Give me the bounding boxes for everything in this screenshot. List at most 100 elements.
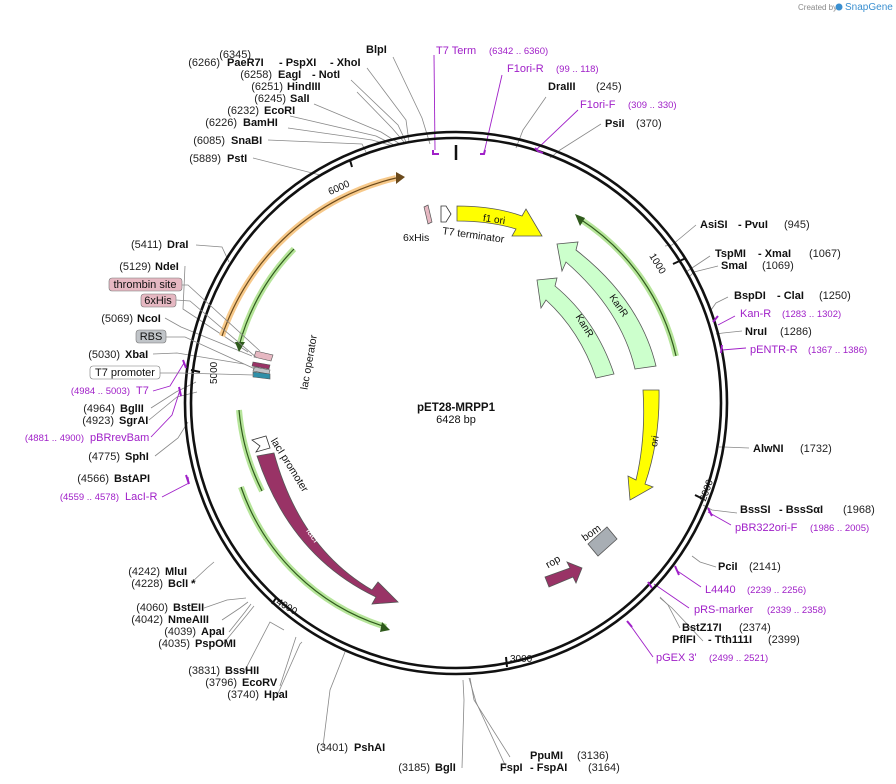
laci-arrow xyxy=(256,452,399,605)
rop-arrow xyxy=(544,561,583,588)
site-apai-name: ApaI xyxy=(201,626,225,638)
site-bsssai-name: - BssSαI xyxy=(779,504,823,516)
site-snabi-pos: (6085) xyxy=(193,135,225,147)
site-bgli-name: BglI xyxy=(435,762,456,774)
sixhis-tag-label: 6xHis xyxy=(403,232,429,244)
primer-pgex3-range: (2499 .. 2521) xyxy=(709,653,768,664)
site-xbai-pos: (5030) xyxy=(88,349,120,361)
primer-f1ori-r-name: F1ori-R xyxy=(507,63,544,75)
site-hindiii-pos: (6251) xyxy=(251,81,283,93)
lac-operator-label: lac operator xyxy=(298,333,320,390)
primer-t7-name: T7 xyxy=(136,385,149,397)
primer-t7-range: (4984 .. 5003) xyxy=(71,386,130,397)
site-alwni-pos: (1732) xyxy=(800,443,832,455)
site-bstz17i-name: BstZ17I xyxy=(682,622,722,634)
site-bgli-pos: (3185) xyxy=(398,762,430,774)
site-bcli-pos: (4228) xyxy=(131,578,163,590)
site-snabi-name: SnaBI xyxy=(231,135,262,147)
site-bsshii-name: BssHII xyxy=(225,665,259,677)
site-nrui-pos: (1286) xyxy=(780,326,812,338)
site-ncoi-pos: (5069) xyxy=(101,313,133,325)
site-pcii-name: PciI xyxy=(718,561,738,573)
site-bcli-name: BclI * xyxy=(168,578,196,590)
boxed-label-leaders xyxy=(160,284,261,376)
rbs-box xyxy=(135,329,167,344)
primer-kan-r-range: (1283 .. 1302) xyxy=(782,309,841,320)
backbone-outer-ring xyxy=(183,130,729,676)
snapgene-brand-text: SnapGene xyxy=(845,2,893,13)
sixhis-tag-feature xyxy=(423,204,433,225)
sixhis-box-label: 6xHis xyxy=(144,295,172,307)
site-noti-name: - NotI xyxy=(312,69,340,81)
ori-label: ori xyxy=(649,435,662,448)
ori-arrow xyxy=(627,389,660,501)
snapgene-logo-icon xyxy=(835,3,843,11)
site-tth111i-name: - Tth111I xyxy=(708,634,752,646)
site-fspi-name: FspI xyxy=(500,762,523,774)
primer-t7term-name: T7 Term xyxy=(436,45,476,57)
site-ppumi-pos: (3136) xyxy=(577,750,609,762)
right-site-labels: PpuMI (3136) FspI - FspAI (3164) DraIII … xyxy=(500,81,875,774)
site-blpi-pos: (6345) xyxy=(219,49,251,61)
site-bstz17i-pos: (2374) xyxy=(739,622,771,634)
site-paer7i-name: PaeR7I xyxy=(227,57,264,69)
thrombin-site-box xyxy=(108,277,183,292)
site-clai-name: - ClaI xyxy=(777,290,804,302)
site-bstapi-name: BstAPI xyxy=(114,473,150,485)
site-pspomi-name: PspOMI xyxy=(195,638,236,650)
site-asisi-name: AsiSI xyxy=(700,219,728,231)
site-smai-name: SmaI xyxy=(721,260,747,272)
site-mlui-pos: (4242) xyxy=(128,566,160,578)
site-sali-pos: (6245) xyxy=(254,93,286,105)
site-ppumi-name: PpuMI xyxy=(530,750,563,762)
site-pvui-name: - PvuI xyxy=(738,219,768,231)
site-bsssi-pos: (1968) xyxy=(843,504,875,516)
kanr-inner-arrow xyxy=(536,277,615,379)
site-nmeaiii-name: NmeAIII xyxy=(168,614,209,626)
site-alwni-name: AlwNI xyxy=(753,443,784,455)
site-pshai-name: PshAI xyxy=(354,742,385,754)
site-tspmi-name: TspMI xyxy=(715,248,746,260)
site-sgrai-name: SgrAI xyxy=(119,415,148,427)
primer-pbrrevbam-name: pBRrevBam xyxy=(90,432,149,444)
site-bstapi-pos: (4566) xyxy=(77,473,109,485)
site-apai-pos: (4039) xyxy=(164,626,196,638)
site-psti-name: PstI xyxy=(227,153,247,165)
primer-pbrrevbam-range: (4881 .. 4900) xyxy=(25,433,84,444)
site-sgrai-pos: (4923) xyxy=(82,415,114,427)
site-bspdi-name: BspDI xyxy=(734,290,766,302)
site-pspxi-name: - PspXI xyxy=(279,57,316,69)
site-ecorv-pos: (3796) xyxy=(205,677,237,689)
primer-f1ori-f-range: (309 .. 330) xyxy=(628,100,677,111)
site-psii-pos: (370) xyxy=(636,118,662,130)
site-psii-name: PsiI xyxy=(605,118,625,130)
site-fspi-pos: (3164) xyxy=(588,762,620,774)
tick-label-1000: 1000 xyxy=(646,252,667,277)
site-ecori-name: EcoRI xyxy=(264,105,295,117)
primer-labels: T7 Term (6342 .. 6360) F1ori-R (99 .. 11… xyxy=(25,45,869,664)
site-bsteii-pos: (4060) xyxy=(136,602,168,614)
site-drai-pos: (5411) xyxy=(131,239,162,251)
site-ndei-name: NdeI xyxy=(155,261,179,273)
site-draiii-name: DraIII xyxy=(548,81,576,93)
primer-pbr322ori-f-name: pBR322ori-F xyxy=(735,522,798,534)
plasmid-name: pET28-MRPP1 xyxy=(417,402,496,414)
primer-prs-marker-range: (2339 .. 2358) xyxy=(767,605,826,616)
primer-laci-r-range: (4559 .. 4578) xyxy=(60,492,119,503)
rbs-label: RBS xyxy=(140,331,163,343)
site-pshai-pos: (3401) xyxy=(316,742,348,754)
site-ecorv-name: EcoRV xyxy=(242,677,278,689)
backbone-inner-ring xyxy=(189,136,723,670)
site-xhoi-name: - XhoI xyxy=(330,57,361,69)
site-ecori-pos: (6232) xyxy=(227,105,259,117)
site-tspmi-pos: (1067) xyxy=(809,248,841,260)
primer-laci-r-name: LacI-R xyxy=(125,491,157,503)
site-hindiii-name: HindIII xyxy=(287,81,321,93)
primer-f1ori-r-range: (99 .. 118) xyxy=(556,64,599,75)
site-ndei-pos: (5129) xyxy=(119,261,151,273)
created-by-text: Created by xyxy=(798,3,837,12)
primer-l4440-name: L4440 xyxy=(705,584,736,596)
site-leader-lines xyxy=(148,56,750,769)
